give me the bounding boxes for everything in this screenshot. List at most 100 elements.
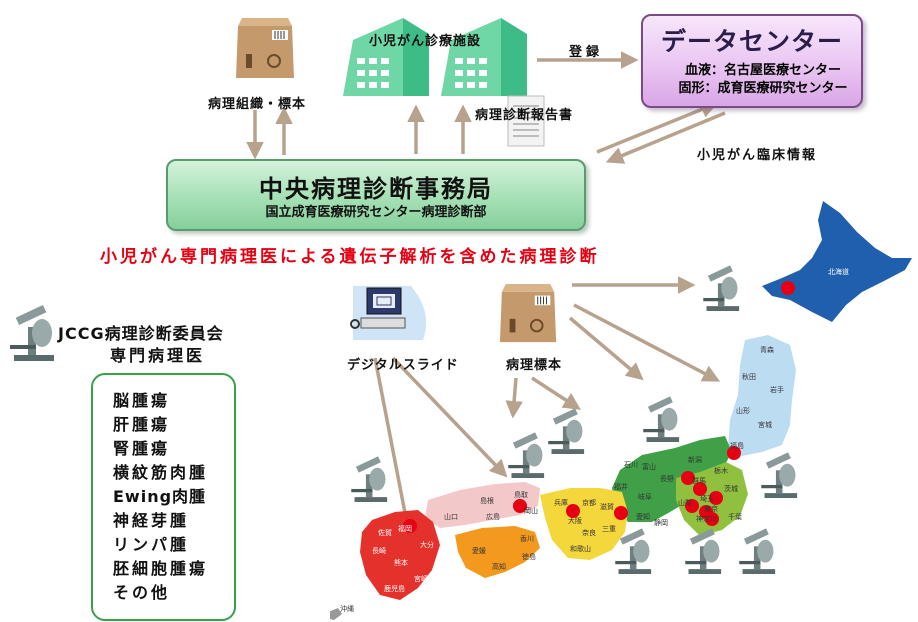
pref-label: 福井 — [614, 483, 628, 491]
tumor-type: 腎腫瘍 — [113, 439, 171, 458]
tumor-type: 脳腫瘍 — [113, 391, 171, 410]
pref-label: 山梨 — [678, 499, 692, 507]
pref-label: 栃木 — [714, 467, 728, 475]
headline: 小児がん専門病理医による遺伝子解析を含めた病理診断 — [100, 247, 600, 267]
pref-label: 新潟 — [688, 456, 702, 464]
central-office-box: 中央病理診断事務局 国立成育医療研究センター病理診断部 — [166, 159, 586, 231]
microscope-icon — [685, 528, 722, 574]
microscope-icon — [761, 452, 798, 498]
microscope-icon — [10, 305, 54, 361]
microscope-icon — [739, 528, 776, 574]
pref-label: 静岡 — [654, 519, 668, 527]
pref-label: 広島 — [486, 513, 500, 521]
region-tohoku — [728, 335, 796, 456]
hospital-dots — [403, 281, 795, 533]
clinical-info-label: 小児がん臨床情報 — [697, 148, 818, 163]
pref-label: 岐阜 — [638, 493, 652, 501]
committee-line2: 専門病理医 — [110, 346, 206, 365]
pref-label: 佐賀 — [378, 529, 392, 537]
pref-label: 大阪 — [568, 517, 582, 525]
pref-label: 宮崎 — [414, 575, 428, 583]
microscope-icon — [351, 456, 388, 502]
pref-label: 神奈川 — [696, 515, 717, 523]
tumor-type: 胚細胞腫瘍 — [113, 559, 209, 578]
data-center-title: データセンター — [660, 27, 843, 56]
region-chubu — [612, 436, 732, 522]
microscope-icon — [548, 408, 585, 454]
committee-line1: JCCG病理診断委員会 — [58, 324, 224, 343]
pref-label: 奈良 — [582, 529, 596, 537]
pref-label: 愛媛 — [472, 547, 486, 555]
tumor-type: リンパ腫 — [113, 535, 190, 554]
pref-label: 三重 — [602, 525, 616, 533]
pref-label: 茨城 — [724, 485, 738, 493]
pathology-report-label: 病理診断報告書 — [475, 108, 574, 123]
pref-label: 埼玉 — [700, 495, 714, 503]
pref-label: 石川 — [624, 461, 638, 469]
pref-label: 宮城 — [758, 421, 772, 429]
digital-slide-label: デジタルスライド — [347, 358, 459, 373]
pref-label: 鹿児島 — [384, 585, 405, 593]
pref-label: 熊本 — [394, 559, 408, 567]
pref-label: 山形 — [736, 407, 750, 415]
pref-label: 徳島 — [522, 553, 536, 561]
hospital-buildings-icon — [343, 18, 527, 96]
pref-label: 群馬 — [692, 477, 706, 485]
pref-label: 滋賀 — [600, 503, 614, 511]
pref-label: 長野 — [660, 475, 674, 483]
pref-label: 福島 — [730, 442, 744, 450]
pref-label: 高知 — [492, 563, 506, 571]
pref-label: 鳥取 — [514, 491, 528, 499]
data-center-blood: 血液：名古屋医療センター — [684, 63, 841, 78]
pref-label: 長崎 — [372, 547, 386, 555]
central-office-title: 中央病理診断事務局 — [259, 175, 493, 203]
register-label: 登録 — [569, 45, 604, 60]
central-office-subtitle: 国立成育医療研究センター病理診断部 — [265, 205, 487, 220]
pref-label: 秋田 — [742, 373, 756, 381]
pathology-specimen-label: 病理標本 — [506, 358, 563, 373]
japan-map — [330, 201, 912, 620]
pref-label: 福岡 — [398, 525, 412, 533]
region-shikoku — [455, 526, 540, 578]
microscope-icon — [615, 528, 652, 574]
pref-label: 島根 — [480, 497, 494, 505]
pref-label: 山口 — [444, 513, 458, 521]
pref-label: 和歌山 — [570, 545, 591, 553]
pref-label: 千葉 — [728, 513, 742, 521]
tumor-type: Ewing肉腫 — [113, 487, 207, 506]
pref-label: 青森 — [760, 346, 774, 354]
digital-slide-scanner-icon — [350, 286, 427, 340]
region-hokkaido — [762, 201, 912, 322]
pref-label: 岩手 — [770, 386, 784, 394]
region-chugoku — [425, 482, 540, 528]
specimen-box-label: 病理組織・標本 — [208, 97, 307, 112]
pref-label: 香川 — [520, 535, 534, 543]
tumor-type: 肝腫瘍 — [113, 415, 171, 434]
region-kyushu — [360, 510, 440, 600]
pref-label: 愛知 — [636, 513, 650, 521]
pref-label: 京都 — [582, 499, 596, 507]
pref-label: 富山 — [642, 463, 656, 471]
pref-label: 北海道 — [828, 268, 849, 276]
pref-label: 岡山 — [524, 507, 538, 515]
report-document-icon — [507, 95, 545, 147]
microscope-icon — [508, 432, 545, 478]
pref-label: 大分 — [420, 541, 434, 549]
region-kinki — [540, 488, 628, 560]
pref-label: 兵庫 — [554, 499, 568, 507]
microscope-icon — [643, 396, 680, 442]
tumor-type: その他 — [113, 583, 171, 602]
region-okinawa — [330, 608, 342, 620]
tumor-type: 神経芽腫 — [113, 511, 190, 530]
specimen-box-icon — [236, 18, 294, 78]
data-center-box: データセンター 血液：名古屋医療センター 固形：成育医療研究センター — [641, 14, 863, 108]
microscope-icon — [703, 265, 740, 311]
data-center-solid: 固形：成育医療研究センター — [678, 81, 848, 96]
hospitals-label: 小児がん診療施設 — [369, 34, 482, 49]
tumor-type: 横紋筋肉腫 — [113, 463, 209, 482]
pref-label: 沖縄 — [340, 605, 354, 613]
tumor-types-box: 脳腫瘍 肝腫瘍 腎腫瘍 横紋筋肉腫 Ewing肉腫 神経芽腫 リンパ腫 胚細胞腫… — [91, 373, 236, 621]
pref-label: 東京 — [704, 505, 718, 513]
pathology-specimen-box-icon — [499, 283, 557, 343]
